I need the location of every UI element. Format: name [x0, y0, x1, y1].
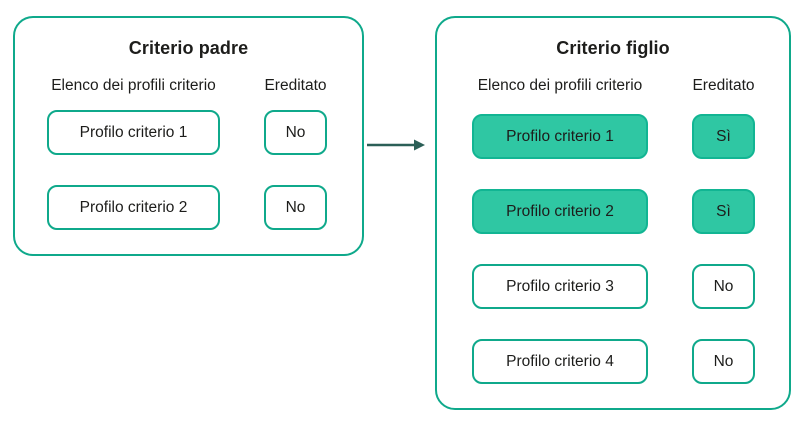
profile-row: Profilo criterio 2 Sì — [472, 189, 755, 234]
panel-title: Criterio padre — [128, 38, 249, 58]
column-header-inherited: Ereditato — [264, 77, 327, 94]
profile-row: Profilo criterio 4 No — [472, 339, 755, 384]
profile-box: Profilo criterio 1 — [47, 110, 220, 155]
profile-row: Profilo criterio 1 No — [47, 110, 327, 155]
profile-row: Profilo criterio 1 Sì — [472, 114, 755, 159]
profile-box: Profilo criterio 2 — [47, 185, 220, 230]
panel-criterio-padre: Criterio padre Elenco dei profili criter… — [13, 16, 364, 256]
inherited-badge: No — [692, 339, 755, 384]
profile-row: Profilo criterio 3 No — [472, 264, 755, 309]
profile-box: Profilo criterio 3 — [472, 264, 648, 309]
column-headers: Elenco dei profili criterio Ereditato — [472, 76, 755, 96]
profile-box: Profilo criterio 4 — [472, 339, 648, 384]
column-header-inherited: Ereditato — [692, 77, 755, 94]
inherited-badge: Sì — [692, 189, 755, 234]
inherited-badge: No — [692, 264, 755, 309]
inherited-badge: No — [264, 185, 327, 230]
panel-title: Criterio figlio — [556, 38, 670, 58]
column-headers: Elenco dei profili criterio Ereditato — [47, 76, 327, 96]
inherited-badge: Sì — [692, 114, 755, 159]
inheritance-arrow-icon — [367, 139, 425, 151]
column-header-profiles: Elenco dei profili criterio — [477, 77, 643, 94]
inherited-badge: No — [264, 110, 327, 155]
panel-criterio-figlio: Criterio figlio Elenco dei profili crite… — [435, 16, 791, 410]
column-header-profiles: Elenco dei profili criterio — [51, 77, 216, 94]
profile-row: Profilo criterio 2 No — [47, 185, 327, 230]
profile-box: Profilo criterio 2 — [472, 189, 648, 234]
profile-box: Profilo criterio 1 — [472, 114, 648, 159]
